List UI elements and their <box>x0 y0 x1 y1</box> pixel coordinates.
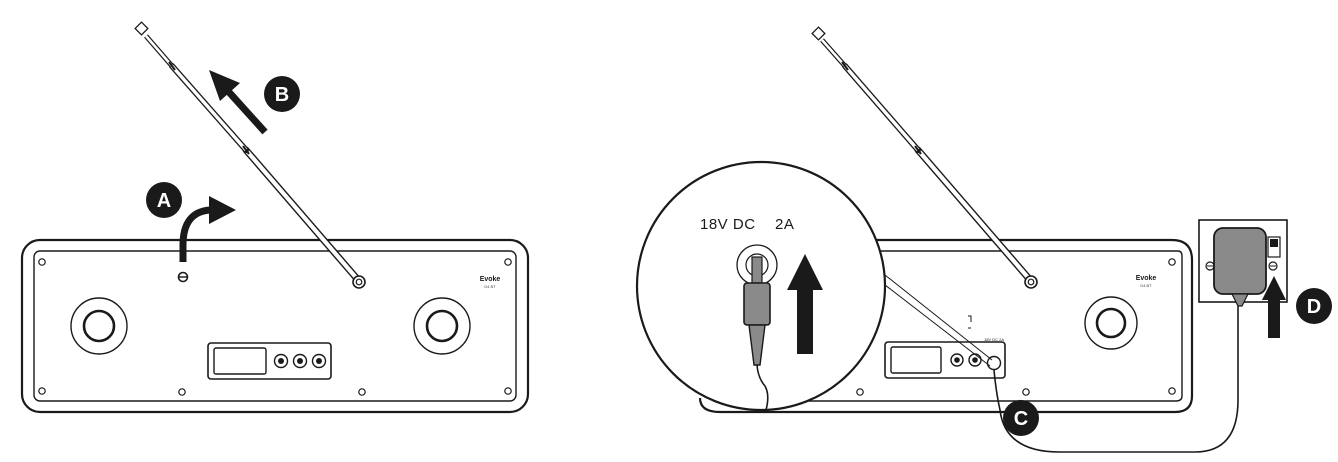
power-cable <box>993 300 1239 453</box>
magnifier-line-bottom <box>875 277 991 367</box>
step-label-a: A <box>146 182 182 218</box>
right-speaker-port <box>413 297 471 355</box>
magnifier-callout: 18V DC 2A <box>635 160 887 412</box>
arrow-d-switch-on <box>1262 276 1286 338</box>
left-brand-logo: Evoke <box>480 276 501 283</box>
left-connector-panel <box>207 342 332 380</box>
step-label-c-text: C <box>1014 408 1028 430</box>
right-telescopic-antenna <box>811 26 1038 289</box>
dc-inlet-socket <box>986 355 1002 371</box>
step-label-c: C <box>1003 400 1039 436</box>
dc-inlet-small-label: 18V DC 2A <box>984 337 1004 342</box>
left-model-label: D4 BT <box>484 284 496 289</box>
step-label-d-text: D <box>1307 296 1321 318</box>
right-model-label: D4 BT <box>1140 283 1152 288</box>
arrow-a-rotate <box>179 196 236 262</box>
left-radio-back-panel <box>33 250 517 402</box>
right-radio-screws <box>856 258 1176 396</box>
right-connector-panel: 18V DC 2A <box>884 337 1006 379</box>
step-label-a-text: A <box>157 190 171 212</box>
left-radio: Evoke D4 BT A <box>20 21 530 414</box>
callout-voltage-label: 18V DC <box>700 216 756 233</box>
step-label-b-text: B <box>275 84 289 106</box>
callout-insert-arrow <box>787 254 823 354</box>
arrow-b-extend <box>209 70 268 135</box>
right-radio-speaker-port <box>1084 296 1138 350</box>
right-brand-logo: Evoke <box>1136 275 1157 282</box>
left-radio-screws <box>38 258 512 396</box>
step-label-b: B <box>264 76 300 112</box>
right-antenna-clip <box>968 315 972 329</box>
callout-dc-plug <box>743 256 771 411</box>
power-adapter <box>1213 227 1267 307</box>
left-speaker-port <box>70 297 128 355</box>
callout-current-label: 2A <box>775 216 794 233</box>
step-label-d: D <box>1296 288 1332 324</box>
antenna-clip <box>177 271 189 283</box>
right-radio: Evoke D4 BT 18V DC 2A <box>635 26 1332 453</box>
left-telescopic-antenna <box>134 21 366 289</box>
